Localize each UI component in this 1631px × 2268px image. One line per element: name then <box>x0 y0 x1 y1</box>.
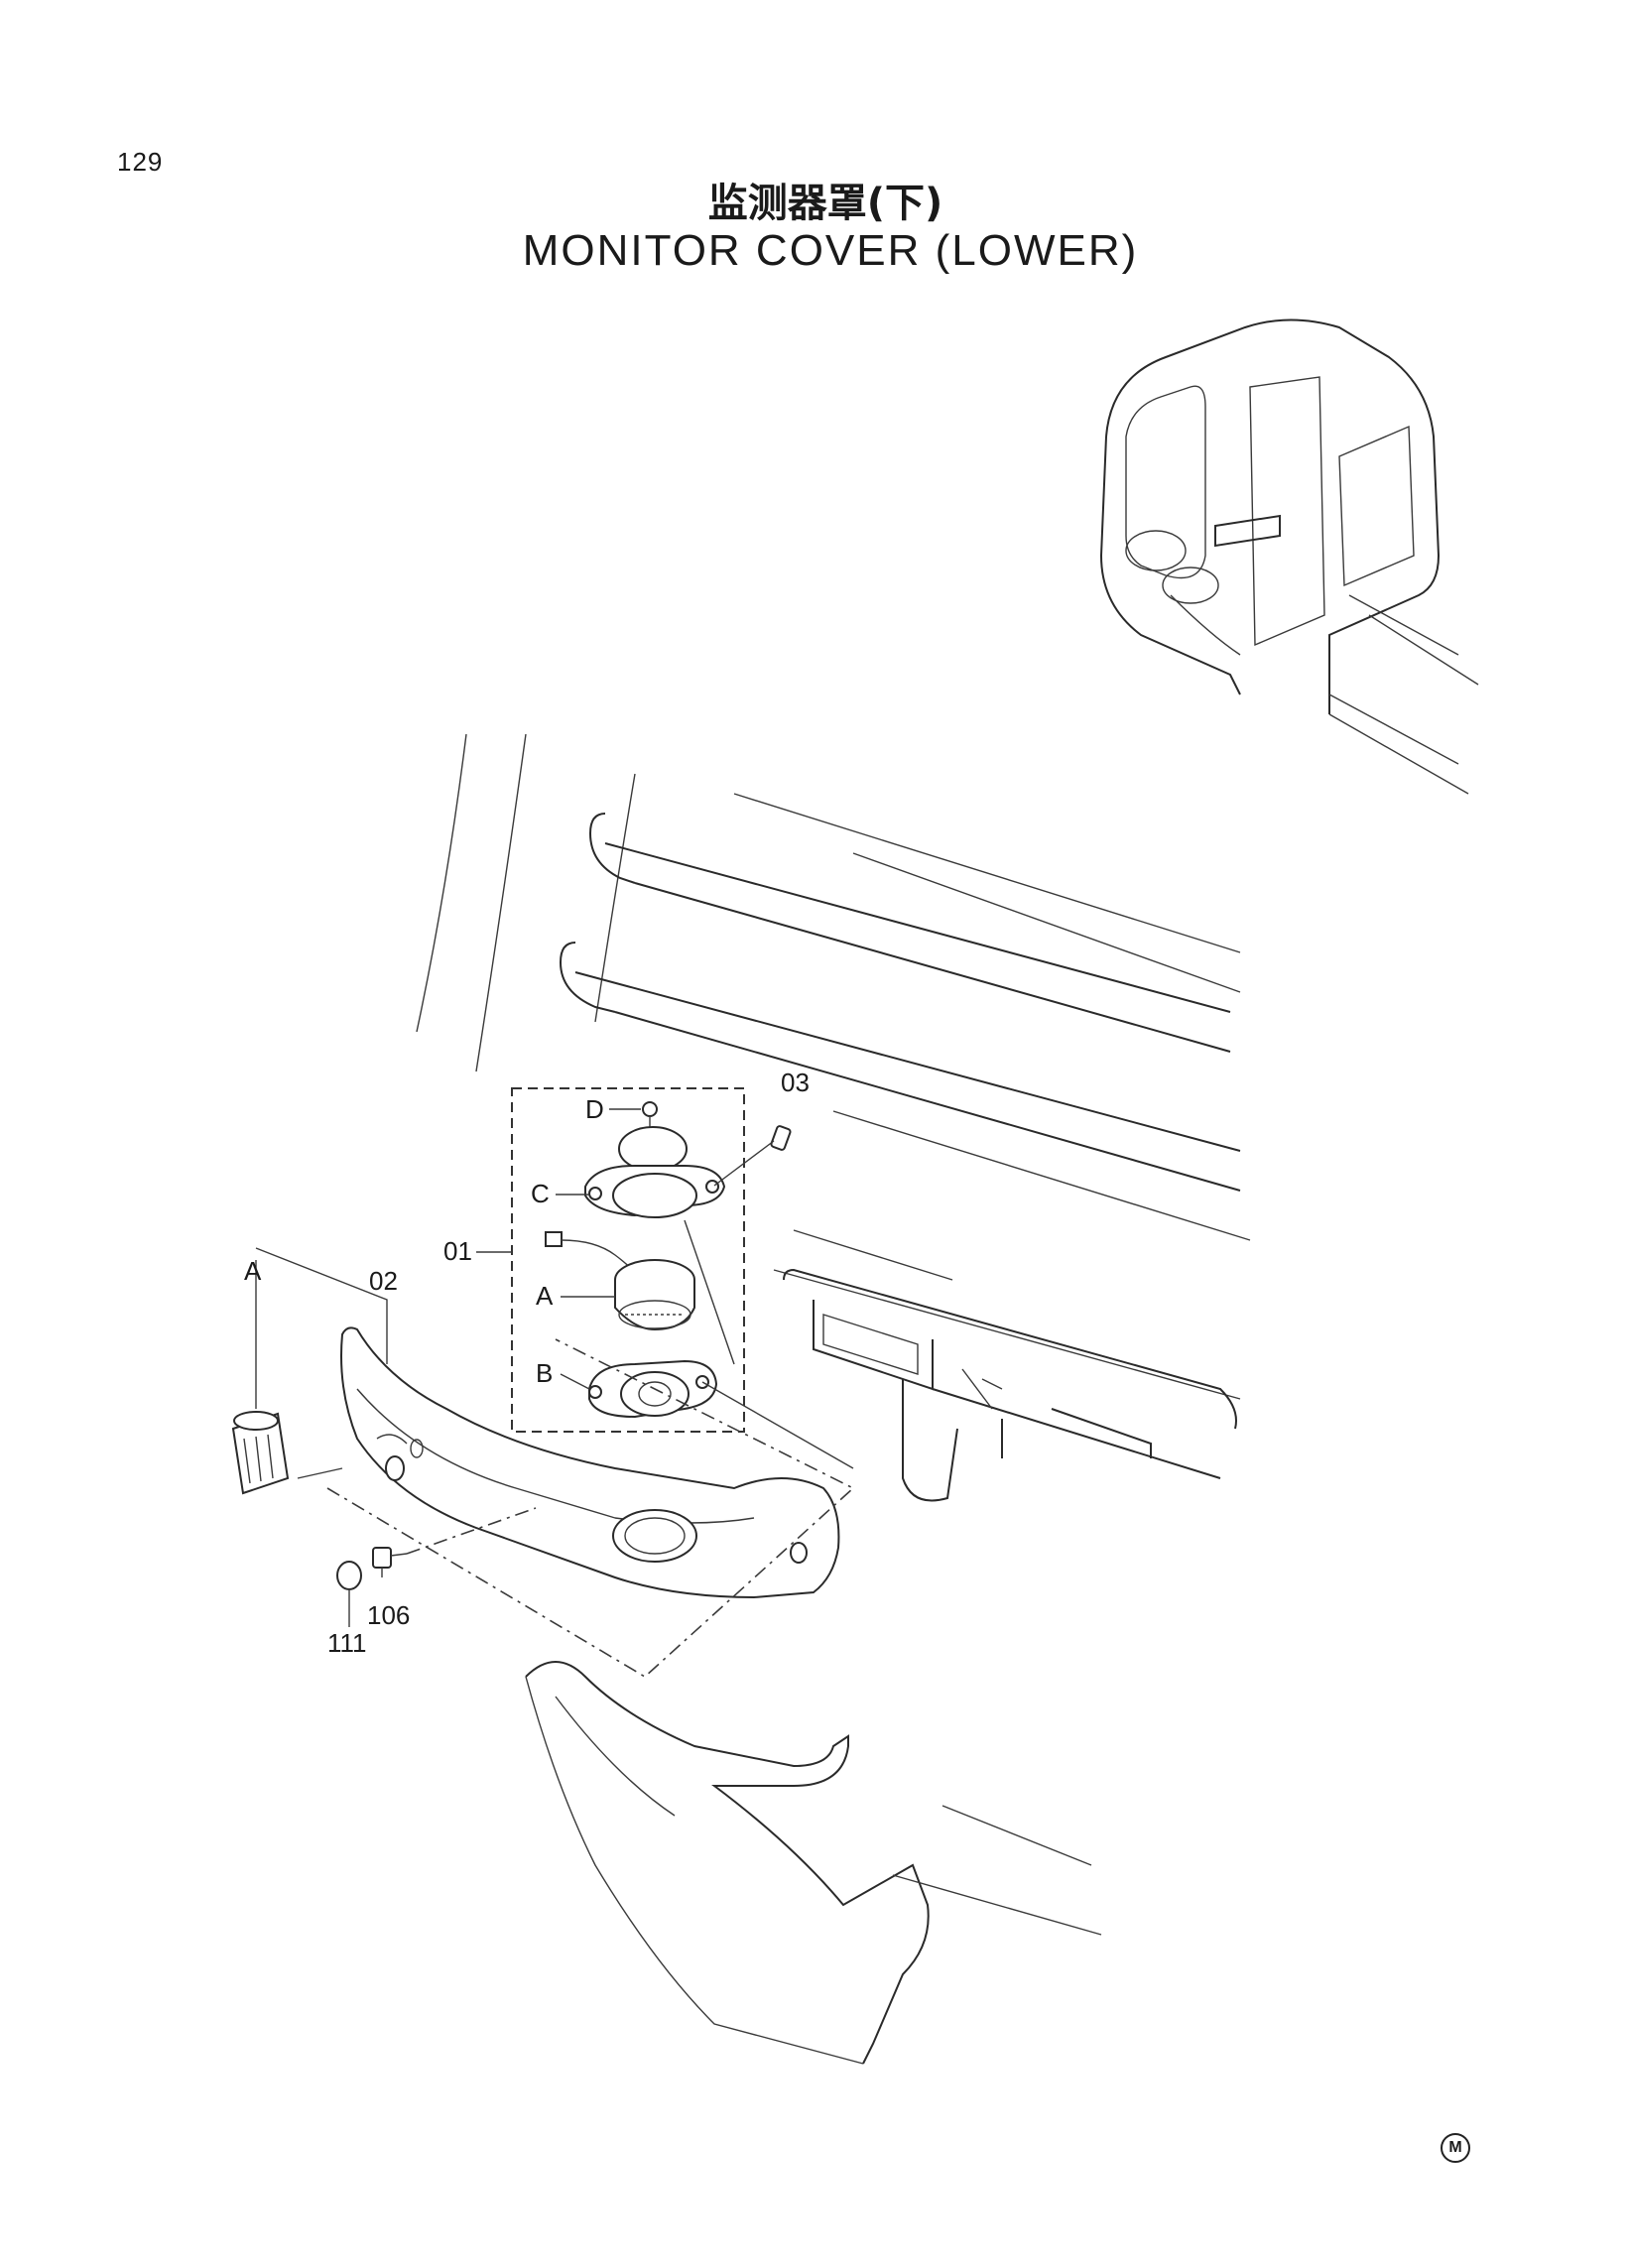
callout-111: 111 <box>327 1628 367 1658</box>
console-lower-body <box>813 1300 1221 1502</box>
part-02-monitor-cover <box>340 1326 840 1599</box>
part-03-bolt <box>713 1125 792 1187</box>
callout-view-a: A <box>244 1256 262 1286</box>
knob-view-a <box>231 1411 290 1495</box>
page-title-english: MONITOR COVER (LOWER) <box>522 226 1139 275</box>
page-title-chinese: 监测器罩(下) <box>707 181 943 226</box>
cab-frame-background <box>416 733 1251 1430</box>
callout-c: C <box>531 1179 550 1208</box>
part-a-gauge <box>545 1231 695 1331</box>
cab-overview <box>1099 318 1479 795</box>
callout-d: D <box>585 1094 604 1124</box>
callout-01: 01 <box>443 1236 472 1266</box>
part-c-bezel <box>584 1126 726 1218</box>
callout-03: 03 <box>781 1068 810 1097</box>
assembly-01-box <box>511 1087 745 1433</box>
callout-106: 106 <box>367 1600 410 1630</box>
footer-mark: M <box>1441 2133 1470 2163</box>
page-number: 129 <box>117 147 164 177</box>
part-111-cap <box>336 1561 362 1627</box>
callout-a: A <box>536 1281 554 1311</box>
part-b-bezel <box>588 1359 718 1419</box>
callout-b: B <box>536 1358 553 1388</box>
part-106-bolt <box>372 1547 408 1577</box>
callout-02: 02 <box>369 1266 398 1296</box>
floor-panel <box>525 1661 1102 2065</box>
